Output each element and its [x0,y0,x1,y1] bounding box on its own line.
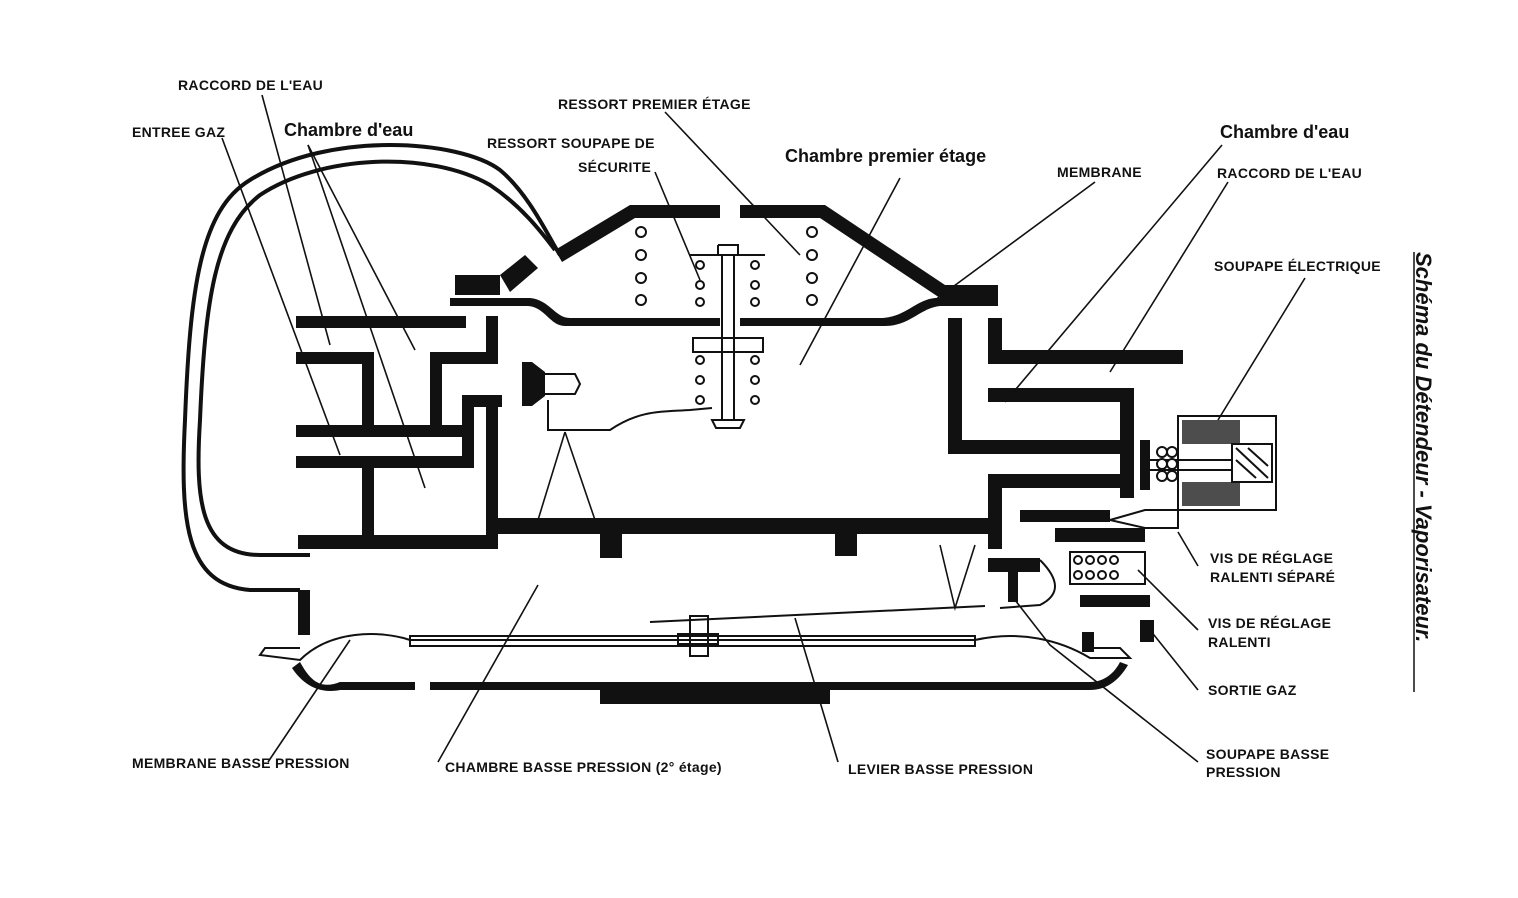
label-chambre-eau-right: Chambre d'eau [1220,122,1349,142]
label-ressort-premier-etage: RESSORT PREMIER ÉTAGE [558,96,751,112]
leader-lines [221,94,1306,763]
right-port-block [939,318,1277,652]
label-vis-ralenti-line1: VIS DE RÉGLAGE [1208,615,1331,631]
label-vis-ralenti-separe-line1: VIS DE RÉGLAGE [1210,550,1333,566]
label-vis-ralenti-separe-line2: RALENTI SÉPARÉ [1210,569,1335,585]
label-membrane-basse-pression: MEMBRANE BASSE PRESSION [132,755,350,771]
label-soupape-bp-line2: PRESSION [1206,764,1281,780]
label-raccord-eau-right: RACCORD DE L'EAU [1217,165,1362,181]
label-vis-ralenti-line2: RALENTI [1208,634,1271,650]
label-chambre-eau-left: Chambre d'eau [284,120,413,140]
label-chambre-basse-pression: CHAMBRE BASSE PRESSION (2° étage) [445,759,722,775]
label-raccord-eau-left: RACCORD DE L'EAU [178,77,323,93]
label-membrane: MEMBRANE [1057,164,1142,180]
labels: RACCORD DE L'EAU ENTREE GAZ Chambre d'ea… [132,77,1381,780]
label-soupape-electrique: SOUPAPE ÉLECTRIQUE [1214,258,1381,274]
label-sortie-gaz: SORTIE GAZ [1208,682,1297,698]
label-entree-gaz: ENTREE GAZ [132,124,225,140]
label-ressort-soupape-line1: RESSORT SOUPAPE DE [487,135,655,151]
label-soupape-bp-line1: SOUPAPE BASSE [1206,746,1329,762]
diagram-title: Schéma du Détendeur - Vaporisateur. [1411,252,1436,642]
left-port-block [296,255,538,536]
first-stage-housing [450,205,998,429]
label-chambre-premier-etage: Chambre premier étage [785,146,986,166]
label-levier-basse-pression: LEVIER BASSE PRESSION [848,761,1033,777]
gas-tube [181,143,562,592]
label-ressort-soupape-line2: SÉCURITE [578,159,651,175]
low-pressure-chamber [258,553,1133,704]
central-body [298,362,988,635]
